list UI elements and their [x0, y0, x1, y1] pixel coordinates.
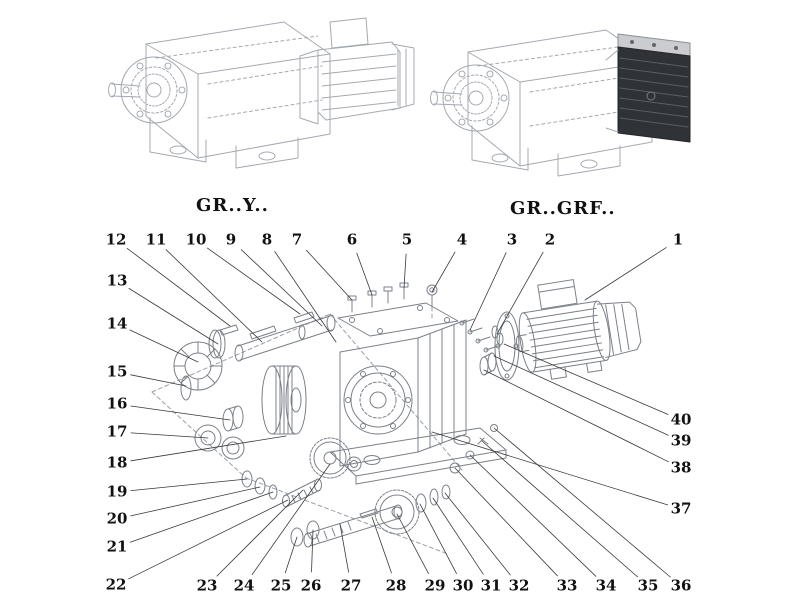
callout-22: 22	[105, 575, 127, 594]
leader-line-38	[483, 369, 669, 463]
leader-line-3	[469, 252, 507, 331]
housing-fittings	[449, 424, 498, 474]
leader-line-15	[130, 374, 187, 387]
housing-bolts	[347, 282, 438, 313]
callout-16: 16	[106, 394, 128, 413]
leader-line-31	[432, 497, 484, 575]
seals-and-bearings-left	[173, 329, 245, 460]
leader-line-5	[403, 253, 407, 289]
callout-29: 29	[424, 576, 446, 595]
leader-line-7	[306, 249, 353, 301]
leader-line-25	[284, 536, 298, 574]
leader-line-36	[493, 427, 671, 578]
leader-line-17	[130, 432, 209, 439]
callout-28: 28	[385, 576, 407, 595]
leader-line-39	[493, 355, 669, 436]
callout-12: 12	[105, 230, 127, 249]
leader-line-32	[444, 492, 511, 576]
electric-motor	[515, 279, 642, 380]
callout-15: 15	[106, 362, 128, 381]
callout-34: 34	[595, 576, 617, 595]
assembled-unit-gr-grf	[430, 29, 691, 177]
leader-line-29	[396, 513, 429, 574]
series-title-gr-y: GR..Y..	[196, 195, 269, 216]
callout-25: 25	[270, 576, 292, 595]
callout-3: 3	[506, 230, 518, 249]
leader-line-26	[311, 529, 314, 573]
leader-line-22	[128, 499, 289, 580]
series-title-gr-grf: GR..GRF..	[510, 198, 616, 219]
output-shaft-assembly	[219, 311, 336, 362]
callout-35: 35	[637, 576, 659, 595]
callout-26: 26	[300, 576, 322, 595]
callout-8: 8	[261, 230, 273, 249]
large-gear	[261, 365, 307, 435]
callout-23: 23	[196, 576, 218, 595]
leader-line-11	[165, 249, 263, 343]
input-shaft-assembly	[290, 484, 451, 548]
leader-line-20	[130, 486, 261, 517]
callout-40: 40	[670, 410, 692, 429]
leader-line-1	[584, 247, 667, 301]
leader-line-4	[431, 251, 456, 293]
callout-18: 18	[106, 453, 128, 472]
leader-line-6	[356, 252, 373, 296]
assembled-unit-gr-y	[108, 17, 415, 169]
callout-20: 20	[106, 509, 128, 528]
callout-37: 37	[670, 499, 692, 518]
leader-line-2	[496, 251, 544, 335]
callout-24: 24	[233, 576, 255, 595]
callout-1: 1	[672, 230, 684, 249]
callout-31: 31	[480, 576, 502, 595]
callout-33: 33	[556, 576, 578, 595]
motor-mounting-parts	[459, 311, 520, 381]
leader-lines	[126, 247, 671, 580]
callout-32: 32	[508, 576, 530, 595]
leader-line-16	[130, 405, 231, 421]
leader-line-21	[129, 491, 274, 543]
leader-line-18	[130, 435, 287, 462]
callout-17: 17	[106, 422, 128, 441]
callout-21: 21	[106, 537, 128, 556]
callout-39: 39	[670, 431, 692, 450]
callout-2: 2	[544, 230, 556, 249]
callout-6: 6	[346, 230, 358, 249]
leader-line-14	[129, 329, 199, 363]
leader-line-23	[216, 489, 304, 577]
exploded-view	[151, 279, 642, 555]
callout-5: 5	[401, 230, 413, 249]
leader-line-33	[454, 467, 558, 577]
callout-27: 27	[340, 576, 362, 595]
gear-housing	[329, 302, 507, 485]
leader-line-13	[128, 287, 219, 345]
callout-7: 7	[291, 230, 303, 249]
leader-line-12	[126, 247, 231, 327]
callout-13: 13	[106, 271, 128, 290]
leader-line-10	[206, 247, 301, 315]
leader-line-24	[251, 463, 331, 575]
leader-line-9	[240, 249, 323, 327]
leader-line-19	[130, 478, 248, 492]
leader-line-30	[419, 503, 457, 574]
callout-9: 9	[225, 230, 237, 249]
leader-line-37	[431, 431, 668, 506]
callout-38: 38	[670, 458, 692, 477]
callout-19: 19	[106, 482, 128, 501]
leader-line-8	[274, 251, 337, 343]
callout-14: 14	[106, 314, 128, 333]
callout-4: 4	[456, 230, 468, 249]
leader-line-34	[469, 454, 597, 577]
leader-line-27	[339, 523, 350, 573]
leader-line-40	[503, 343, 669, 415]
callout-36: 36	[670, 576, 692, 595]
callout-11: 11	[145, 230, 167, 249]
leader-line-35	[481, 440, 638, 578]
callout-30: 30	[452, 576, 474, 595]
callout-10: 10	[185, 230, 207, 249]
leader-line-28	[371, 516, 392, 574]
